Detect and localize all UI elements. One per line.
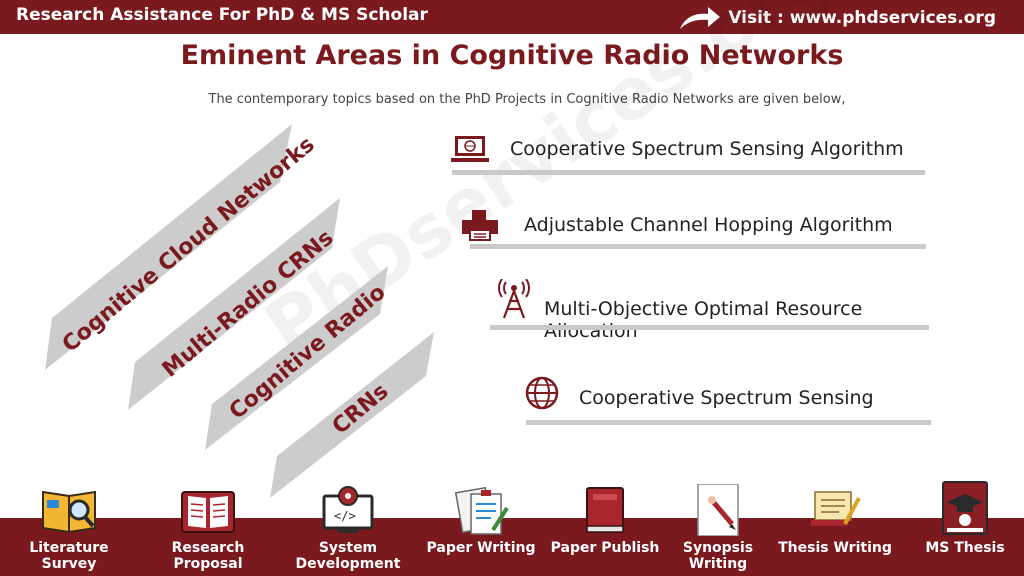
- service-label: MS Thesis: [925, 540, 1005, 556]
- header-bar: Research Assistance For PhD & MS Scholar…: [0, 0, 1024, 34]
- arrow-shapes: Cognitive Cloud Networks Multi-Radio CRN…: [45, 124, 434, 498]
- topic-item-2: Adjustable Channel Hopping Algorithm: [460, 208, 893, 242]
- system-development-icon: </>: [318, 480, 378, 536]
- research-proposal-icon: [178, 480, 238, 536]
- paper-publish-icon: [575, 480, 635, 536]
- service-label: System Development: [295, 540, 401, 572]
- topic-label-2: Adjustable Channel Hopping Algorithm: [524, 214, 893, 236]
- services-bar: [0, 518, 1024, 576]
- service-literature-survey[interactable]: Literature Survey: [4, 480, 134, 572]
- paper-writing-icon: [451, 480, 511, 536]
- topic-label-1: Cooperative Spectrum Sensing Algorithm: [510, 138, 904, 160]
- topic-underline-3: [490, 325, 929, 330]
- topic-underline-2: [470, 244, 926, 249]
- topic-label-3: Multi-Objective Optimal Resource Allocat…: [544, 298, 863, 342]
- arrow-icon: [680, 7, 721, 29]
- thesis-writing-icon: [805, 480, 865, 536]
- service-paper-writing[interactable]: Paper Writing: [416, 480, 546, 556]
- arrow-shape-2: Multi-Radio CRNs: [128, 198, 340, 410]
- page-subtitle: The contemporary topics based on the PhD…: [208, 92, 846, 107]
- service-label: Paper Writing: [426, 540, 536, 556]
- service-label: Synopsis Writing: [682, 540, 754, 572]
- topic-item-4: Cooperative Spectrum Sensing: [522, 376, 874, 410]
- service-system-development[interactable]: </> System Development: [283, 480, 413, 572]
- ms-thesis-icon: [935, 480, 995, 536]
- topic-underline-4: [526, 420, 931, 425]
- service-research-proposal[interactable]: Research Proposal: [143, 480, 273, 572]
- synopsis-writing-icon: [688, 480, 748, 536]
- service-label: Thesis Writing: [778, 540, 892, 556]
- topic-label-4: Cooperative Spectrum Sensing: [579, 387, 874, 409]
- laptop-globe-icon: [450, 132, 490, 166]
- service-ms-thesis[interactable]: MS Thesis: [900, 480, 1024, 556]
- service-label: Literature Survey: [29, 540, 109, 572]
- printer-icon: [460, 208, 500, 242]
- page-title: Eminent Areas in Cognitive Radio Network…: [180, 40, 844, 71]
- literature-survey-icon: [39, 480, 99, 536]
- service-paper-publish[interactable]: Paper Publish: [540, 480, 670, 556]
- service-synopsis-writing[interactable]: Synopsis Writing: [653, 480, 783, 572]
- topic-item-1: Cooperative Spectrum Sensing Algorithm: [450, 132, 904, 166]
- topic-item-3: Multi-Objective Optimal Resource Allocat…: [494, 279, 904, 342]
- topic-underline-1: [452, 170, 925, 175]
- antenna-tower-icon: [494, 279, 534, 319]
- globe-icon: [522, 376, 562, 410]
- visit-link[interactable]: Visit : www.phdservices.org: [678, 5, 996, 31]
- service-label: Research Proposal: [171, 540, 245, 572]
- brand-text: Research Assistance For PhD & MS Scholar: [16, 5, 428, 25]
- service-label: Paper Publish: [550, 540, 660, 556]
- service-thesis-writing[interactable]: Thesis Writing: [770, 480, 900, 556]
- svg-text:</>: </>: [334, 509, 356, 523]
- visit-text: Visit : www.phdservices.org: [728, 8, 996, 28]
